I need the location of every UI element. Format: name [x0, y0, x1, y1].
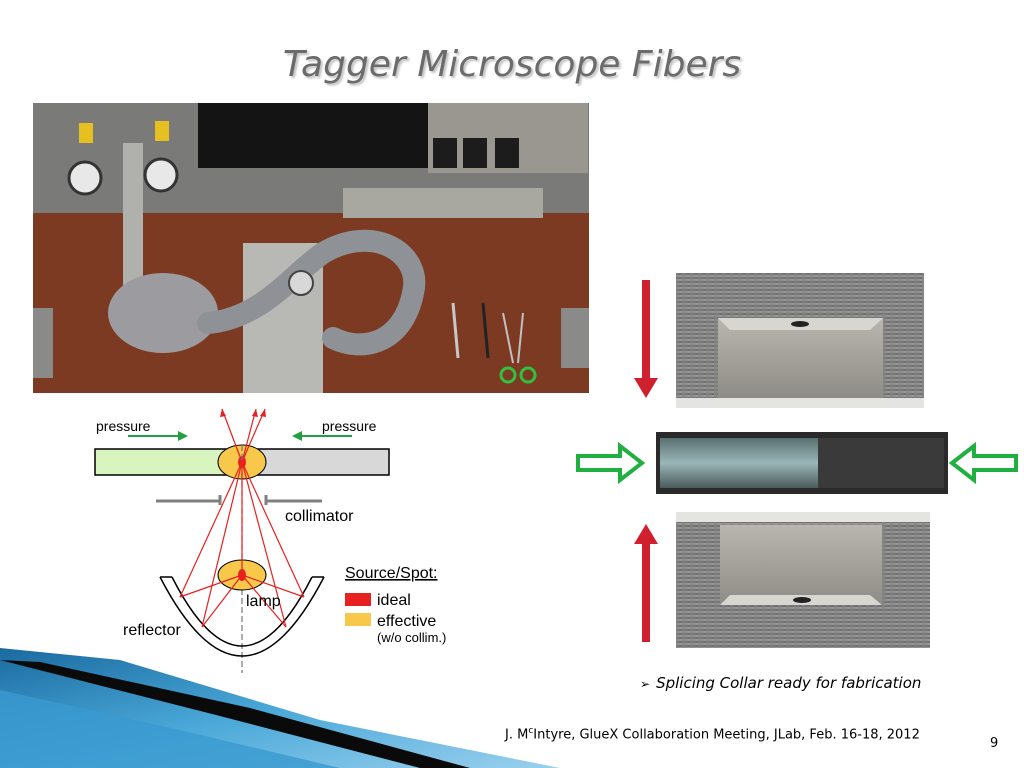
legend-title: Source/Spot:: [345, 565, 438, 582]
footer-credit: J. McIntyre, GlueX Collaboration Meeting…: [505, 726, 920, 743]
caption-text: Splicing Collar ready for fabrication: [656, 674, 922, 692]
legend-ideal-swatch: [345, 593, 371, 606]
arrow-left-green: [948, 441, 1018, 485]
legend-ideal-label: ideal: [377, 592, 411, 609]
legend-effective-label: effective: [377, 613, 436, 630]
pressure-right-label: pressure: [322, 418, 377, 434]
pressure-left-label: pressure: [96, 418, 151, 434]
splicing-collar-figure: [576, 273, 1018, 648]
collimator-label: collimator: [285, 508, 354, 525]
fiber-right: [242, 448, 390, 476]
slide-title: Tagger Microscope Fibers: [282, 44, 742, 85]
fiber-splice-diagram: pressure pressure collimator lamp ref: [94, 408, 446, 673]
arrow-down-red: [634, 280, 658, 398]
arrow-up-red: [634, 524, 658, 642]
arrow-right-green: [576, 441, 646, 485]
legend-effective-swatch: [345, 613, 371, 626]
page-number: 9: [990, 736, 999, 751]
lamp-label: lamp: [246, 593, 281, 610]
caption-bullet: ➢: [640, 677, 651, 691]
apparatus-photo: [33, 103, 589, 393]
caption: ➢ Splicing Collar ready for fabrication: [640, 674, 921, 692]
legend-note: (w/o collim.): [377, 630, 446, 645]
reflector-label: reflector: [123, 622, 181, 639]
